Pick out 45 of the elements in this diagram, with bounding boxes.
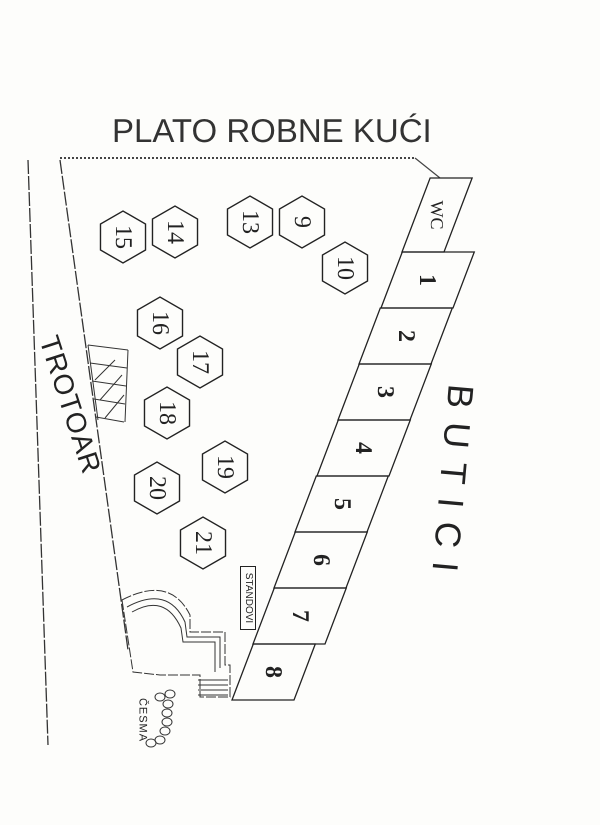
stall-number: 3 bbox=[372, 386, 397, 398]
stall-hexagon bbox=[97, 211, 149, 263]
stall-number: 8 bbox=[261, 666, 286, 678]
stall-number: 17 bbox=[188, 350, 212, 374]
stall-number: 18 bbox=[155, 401, 179, 425]
shop-unit bbox=[274, 532, 368, 588]
stall-hexagon bbox=[174, 336, 226, 388]
sign-box bbox=[240, 566, 256, 630]
stall-number: 1 bbox=[415, 274, 440, 286]
stall-hexagon bbox=[149, 206, 201, 258]
stall-number: WC bbox=[428, 200, 446, 230]
stall-number: 19 bbox=[213, 455, 237, 479]
stall-number: 4 bbox=[351, 442, 376, 454]
stall-hexagon bbox=[141, 387, 193, 439]
stall-hexagon bbox=[134, 297, 186, 349]
stall-number: 7 bbox=[288, 610, 312, 622]
stall-number: 2 bbox=[394, 330, 418, 342]
stall-hexagon bbox=[199, 441, 251, 493]
stall-hexagon bbox=[319, 242, 371, 294]
stall-number: 13 bbox=[238, 210, 262, 234]
stall-number: 16 bbox=[148, 311, 172, 335]
stall-hexagon bbox=[276, 196, 328, 248]
fountain-label: ČESMA bbox=[136, 698, 148, 742]
shops-label: BUTICI bbox=[425, 382, 479, 588]
stall-hexagon bbox=[131, 462, 183, 514]
shop-unit bbox=[380, 252, 474, 308]
shop-unit bbox=[232, 644, 315, 700]
shop-unit bbox=[338, 364, 432, 420]
stall-hexagon bbox=[224, 196, 276, 248]
stall-number: 5 bbox=[330, 498, 354, 510]
shop-unit bbox=[359, 308, 453, 364]
stall-number: 9 bbox=[290, 216, 314, 228]
shop-unit bbox=[252, 588, 346, 644]
stall-number: 6 bbox=[308, 554, 333, 566]
shop-unit bbox=[316, 420, 410, 476]
shop-unit bbox=[402, 178, 472, 252]
sign-text: STANDOVI bbox=[243, 572, 253, 624]
title: PLATO ROBNE KUĆI bbox=[112, 112, 432, 150]
stall-hexagon bbox=[177, 517, 229, 569]
stall-number: 21 bbox=[191, 531, 215, 555]
shop-unit bbox=[295, 476, 389, 532]
stall-number: 14 bbox=[163, 220, 187, 244]
stall-number: 20 bbox=[145, 476, 169, 500]
stall-number: 15 bbox=[111, 225, 135, 249]
stall-number: 10 bbox=[333, 256, 357, 280]
